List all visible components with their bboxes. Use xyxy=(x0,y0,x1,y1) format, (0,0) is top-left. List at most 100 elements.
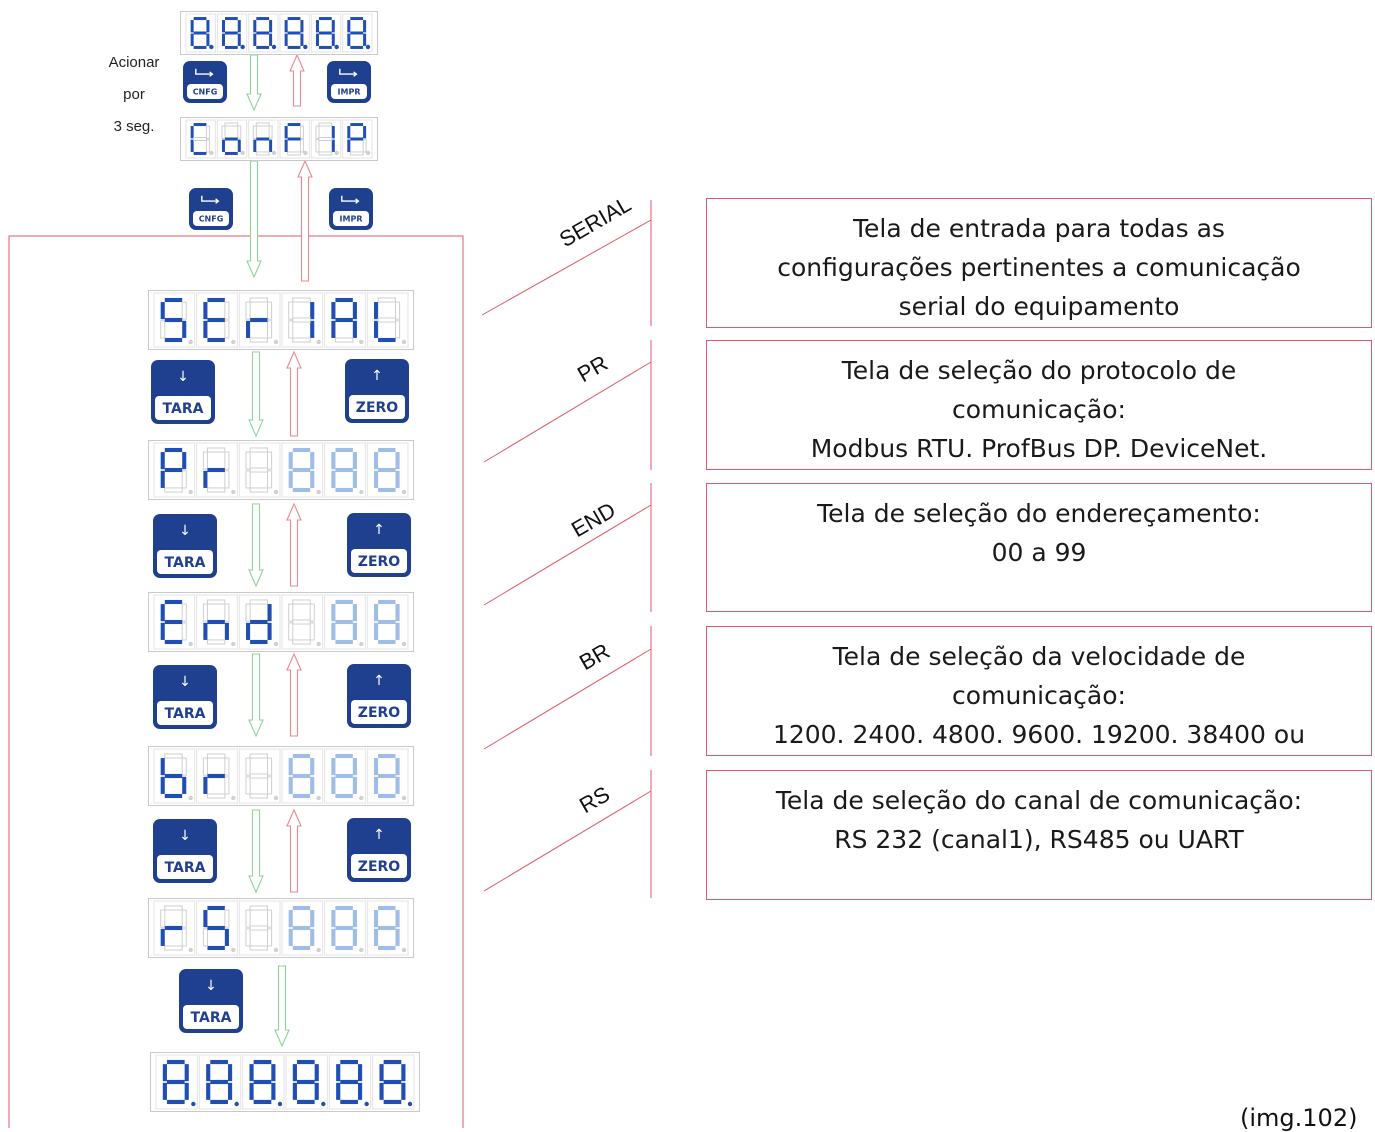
key-plate xyxy=(193,211,229,226)
segment-g xyxy=(287,31,301,35)
segment-e xyxy=(331,928,336,946)
decimal-point xyxy=(234,1101,239,1107)
segment-g xyxy=(377,317,397,323)
segment-g xyxy=(296,1079,315,1085)
segment-c xyxy=(401,1082,406,1100)
segment-a xyxy=(287,123,301,127)
segment-d xyxy=(249,793,269,799)
segment-e xyxy=(245,470,251,489)
tara-key-5[interactable]: TARA↓ xyxy=(178,968,244,1034)
segment-c xyxy=(224,470,230,489)
segment-d xyxy=(350,45,364,49)
segment-b xyxy=(224,603,230,622)
segment-c xyxy=(299,139,304,153)
segment-d xyxy=(335,639,353,645)
digit-5 xyxy=(328,1054,372,1110)
segment-g xyxy=(335,925,353,931)
decimal-point xyxy=(209,150,214,156)
arrow-down xyxy=(246,54,262,112)
key-plate xyxy=(351,854,407,878)
digit-5 xyxy=(310,13,342,53)
segment-b xyxy=(267,301,273,320)
impr-key[interactable]: IMPR xyxy=(326,60,372,104)
segment-digits xyxy=(185,13,373,53)
decimal-point xyxy=(240,150,245,156)
segment-c xyxy=(184,1082,189,1100)
segment-g xyxy=(378,773,396,779)
decimal-point xyxy=(303,44,308,50)
segment-d xyxy=(164,639,183,645)
segment-b xyxy=(184,1064,189,1082)
zero-key-3[interactable]: ZERO↑ xyxy=(346,663,412,729)
segment-b xyxy=(267,757,273,776)
segment-f xyxy=(162,1064,167,1082)
arrow-down xyxy=(274,965,290,1048)
description-end: Tela de seleção do endereçamento: 00 a 9… xyxy=(817,499,1261,567)
tara-key-3[interactable]: TARA↓ xyxy=(152,664,218,730)
segment-a xyxy=(335,297,353,303)
tara-key-1[interactable]: TARA↓ xyxy=(150,359,216,425)
segment-e xyxy=(160,928,165,946)
segment-b xyxy=(206,20,210,33)
segment-a xyxy=(164,599,183,605)
segment-d xyxy=(207,337,225,343)
segment-c xyxy=(206,33,210,46)
segment-e xyxy=(203,470,208,488)
decimal-point xyxy=(316,339,321,345)
segment-f xyxy=(331,910,336,928)
segment-d xyxy=(292,487,311,493)
impr-key-2[interactable]: IMPR xyxy=(328,187,374,231)
decimal-point xyxy=(188,947,193,953)
segment-b xyxy=(395,758,400,776)
key-arrow-icon: ↓ xyxy=(177,369,189,385)
segment-e xyxy=(202,928,208,947)
segment-g xyxy=(335,317,353,323)
hold-note-line3: 3 seg. xyxy=(113,118,155,135)
key-graphic: ZERO↑ xyxy=(345,359,409,423)
cnfg-key[interactable]: CNFG xyxy=(182,60,228,104)
zero-key-2[interactable]: ZERO↑ xyxy=(346,512,412,578)
segment-b xyxy=(237,125,242,139)
segment-d xyxy=(318,45,332,49)
decimal-point xyxy=(191,1101,196,1107)
tara-key-4[interactable]: TARA↓ xyxy=(152,818,218,884)
segment-a xyxy=(350,17,364,21)
segment-e xyxy=(221,33,225,46)
segment-e xyxy=(253,33,257,46)
arrow-up xyxy=(286,502,302,587)
digit-2 xyxy=(216,13,248,53)
zero-key-1[interactable]: ZERO↑ xyxy=(344,358,410,424)
decimal-point xyxy=(316,795,321,801)
segment-f xyxy=(221,20,225,33)
segment-b xyxy=(224,757,230,776)
segment-c xyxy=(267,622,272,640)
connector-lines xyxy=(481,200,652,898)
segment-b xyxy=(352,910,357,928)
hold-note-line2: por xyxy=(123,86,145,103)
digit-2 xyxy=(216,119,248,159)
decimal-point xyxy=(316,489,321,495)
segment-g xyxy=(378,925,396,931)
segment-d xyxy=(378,793,396,799)
segment-a xyxy=(164,447,183,453)
segment-e xyxy=(292,1082,297,1100)
decimal-point xyxy=(273,947,279,953)
digit-6 xyxy=(366,292,409,348)
digit-5 xyxy=(324,292,366,348)
digit-6 xyxy=(366,442,409,498)
segment-f xyxy=(288,452,293,470)
cnfg-key-2[interactable]: CNFG xyxy=(188,187,234,231)
segment-c xyxy=(300,33,304,46)
segment-f xyxy=(292,1064,297,1082)
display-br xyxy=(148,746,414,806)
segment-d xyxy=(164,793,183,799)
segment-b xyxy=(363,126,367,139)
segment-d xyxy=(256,45,270,49)
tara-key-2[interactable]: TARA↓ xyxy=(152,513,218,579)
decimal-point xyxy=(273,795,279,801)
segment-g xyxy=(250,619,268,625)
zero-key-4[interactable]: ZERO↑ xyxy=(346,817,412,883)
segment-digits xyxy=(153,442,409,498)
decimal-point xyxy=(188,795,193,801)
segment-g xyxy=(250,317,268,323)
